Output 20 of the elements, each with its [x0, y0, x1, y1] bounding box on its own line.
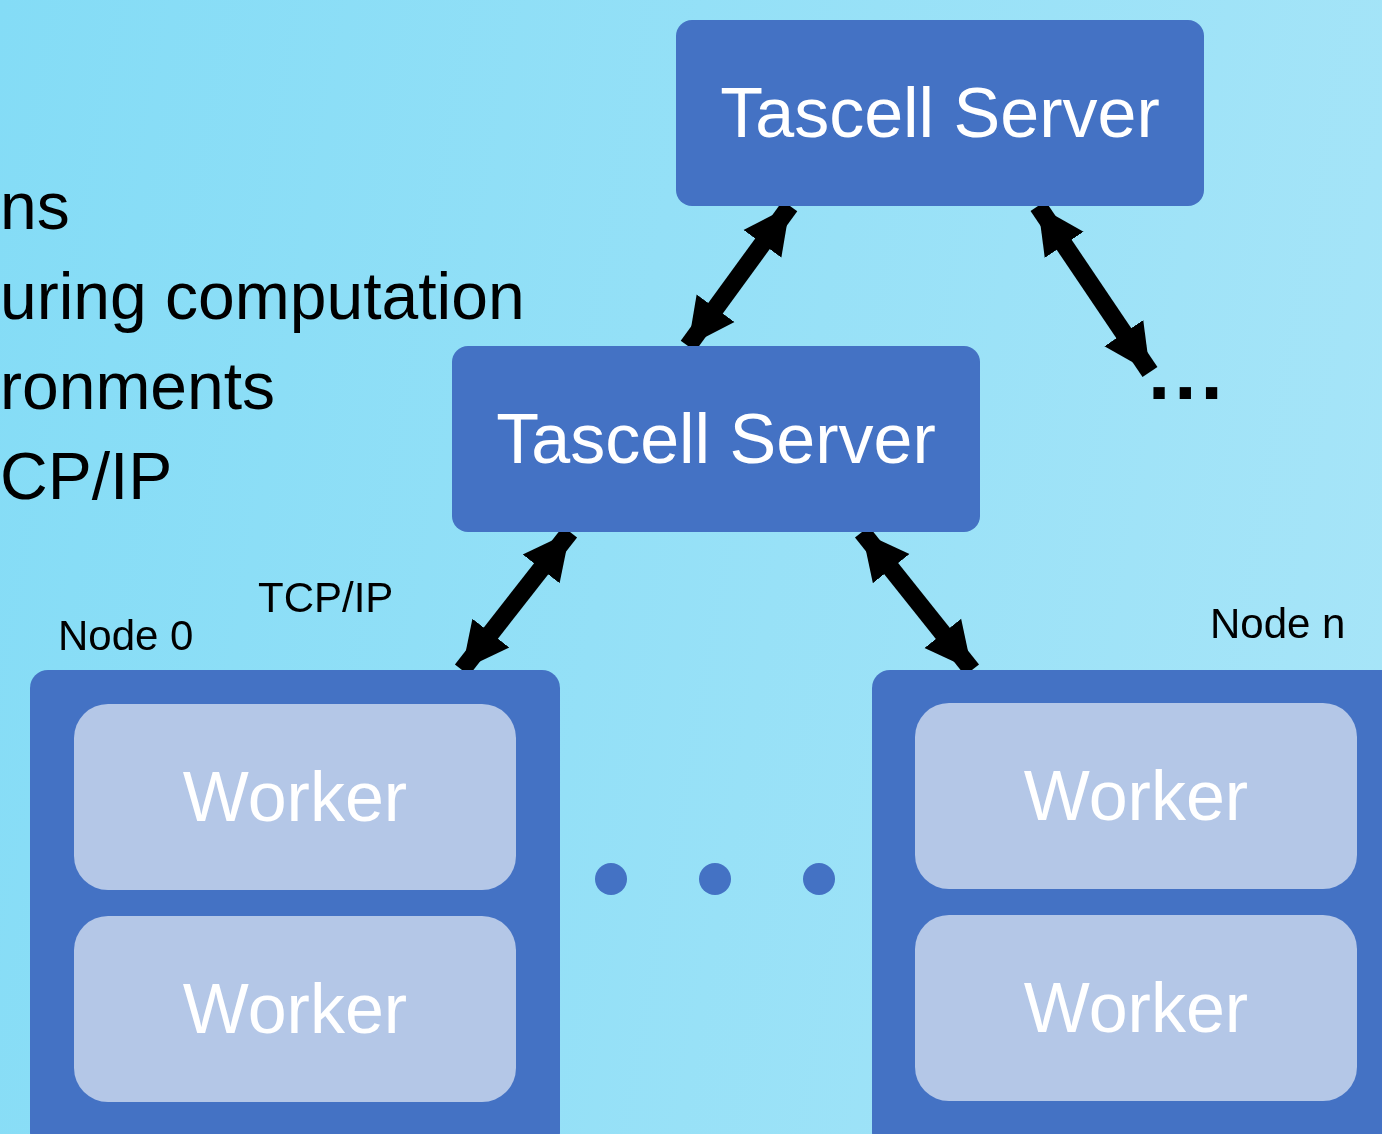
bullet-text: CP/IP — [0, 438, 173, 514]
worker-label: Worker — [1022, 756, 1250, 836]
server-box — [452, 346, 980, 532]
node-heading: Node 0 — [58, 612, 194, 660]
bullet-text: ns — [0, 168, 70, 244]
edge-label: TCP/IP — [258, 574, 394, 622]
worker-label: Worker — [1022, 968, 1250, 1048]
node-heading: Node n — [1210, 600, 1346, 648]
worker-label: Worker — [181, 969, 409, 1049]
worker-box — [915, 915, 1357, 1101]
bullet-text: ronments — [0, 348, 276, 424]
worker-box — [915, 703, 1357, 889]
worker-box — [74, 704, 516, 890]
server-label: Tascell Server — [719, 73, 1161, 153]
worker-box — [74, 916, 516, 1102]
ellipsis: ... — [1148, 326, 1227, 418]
bullet-text: uring computation — [0, 258, 525, 334]
server-box — [676, 20, 1204, 206]
server-label: Tascell Server — [495, 399, 937, 479]
worker-label: Worker — [181, 757, 409, 837]
